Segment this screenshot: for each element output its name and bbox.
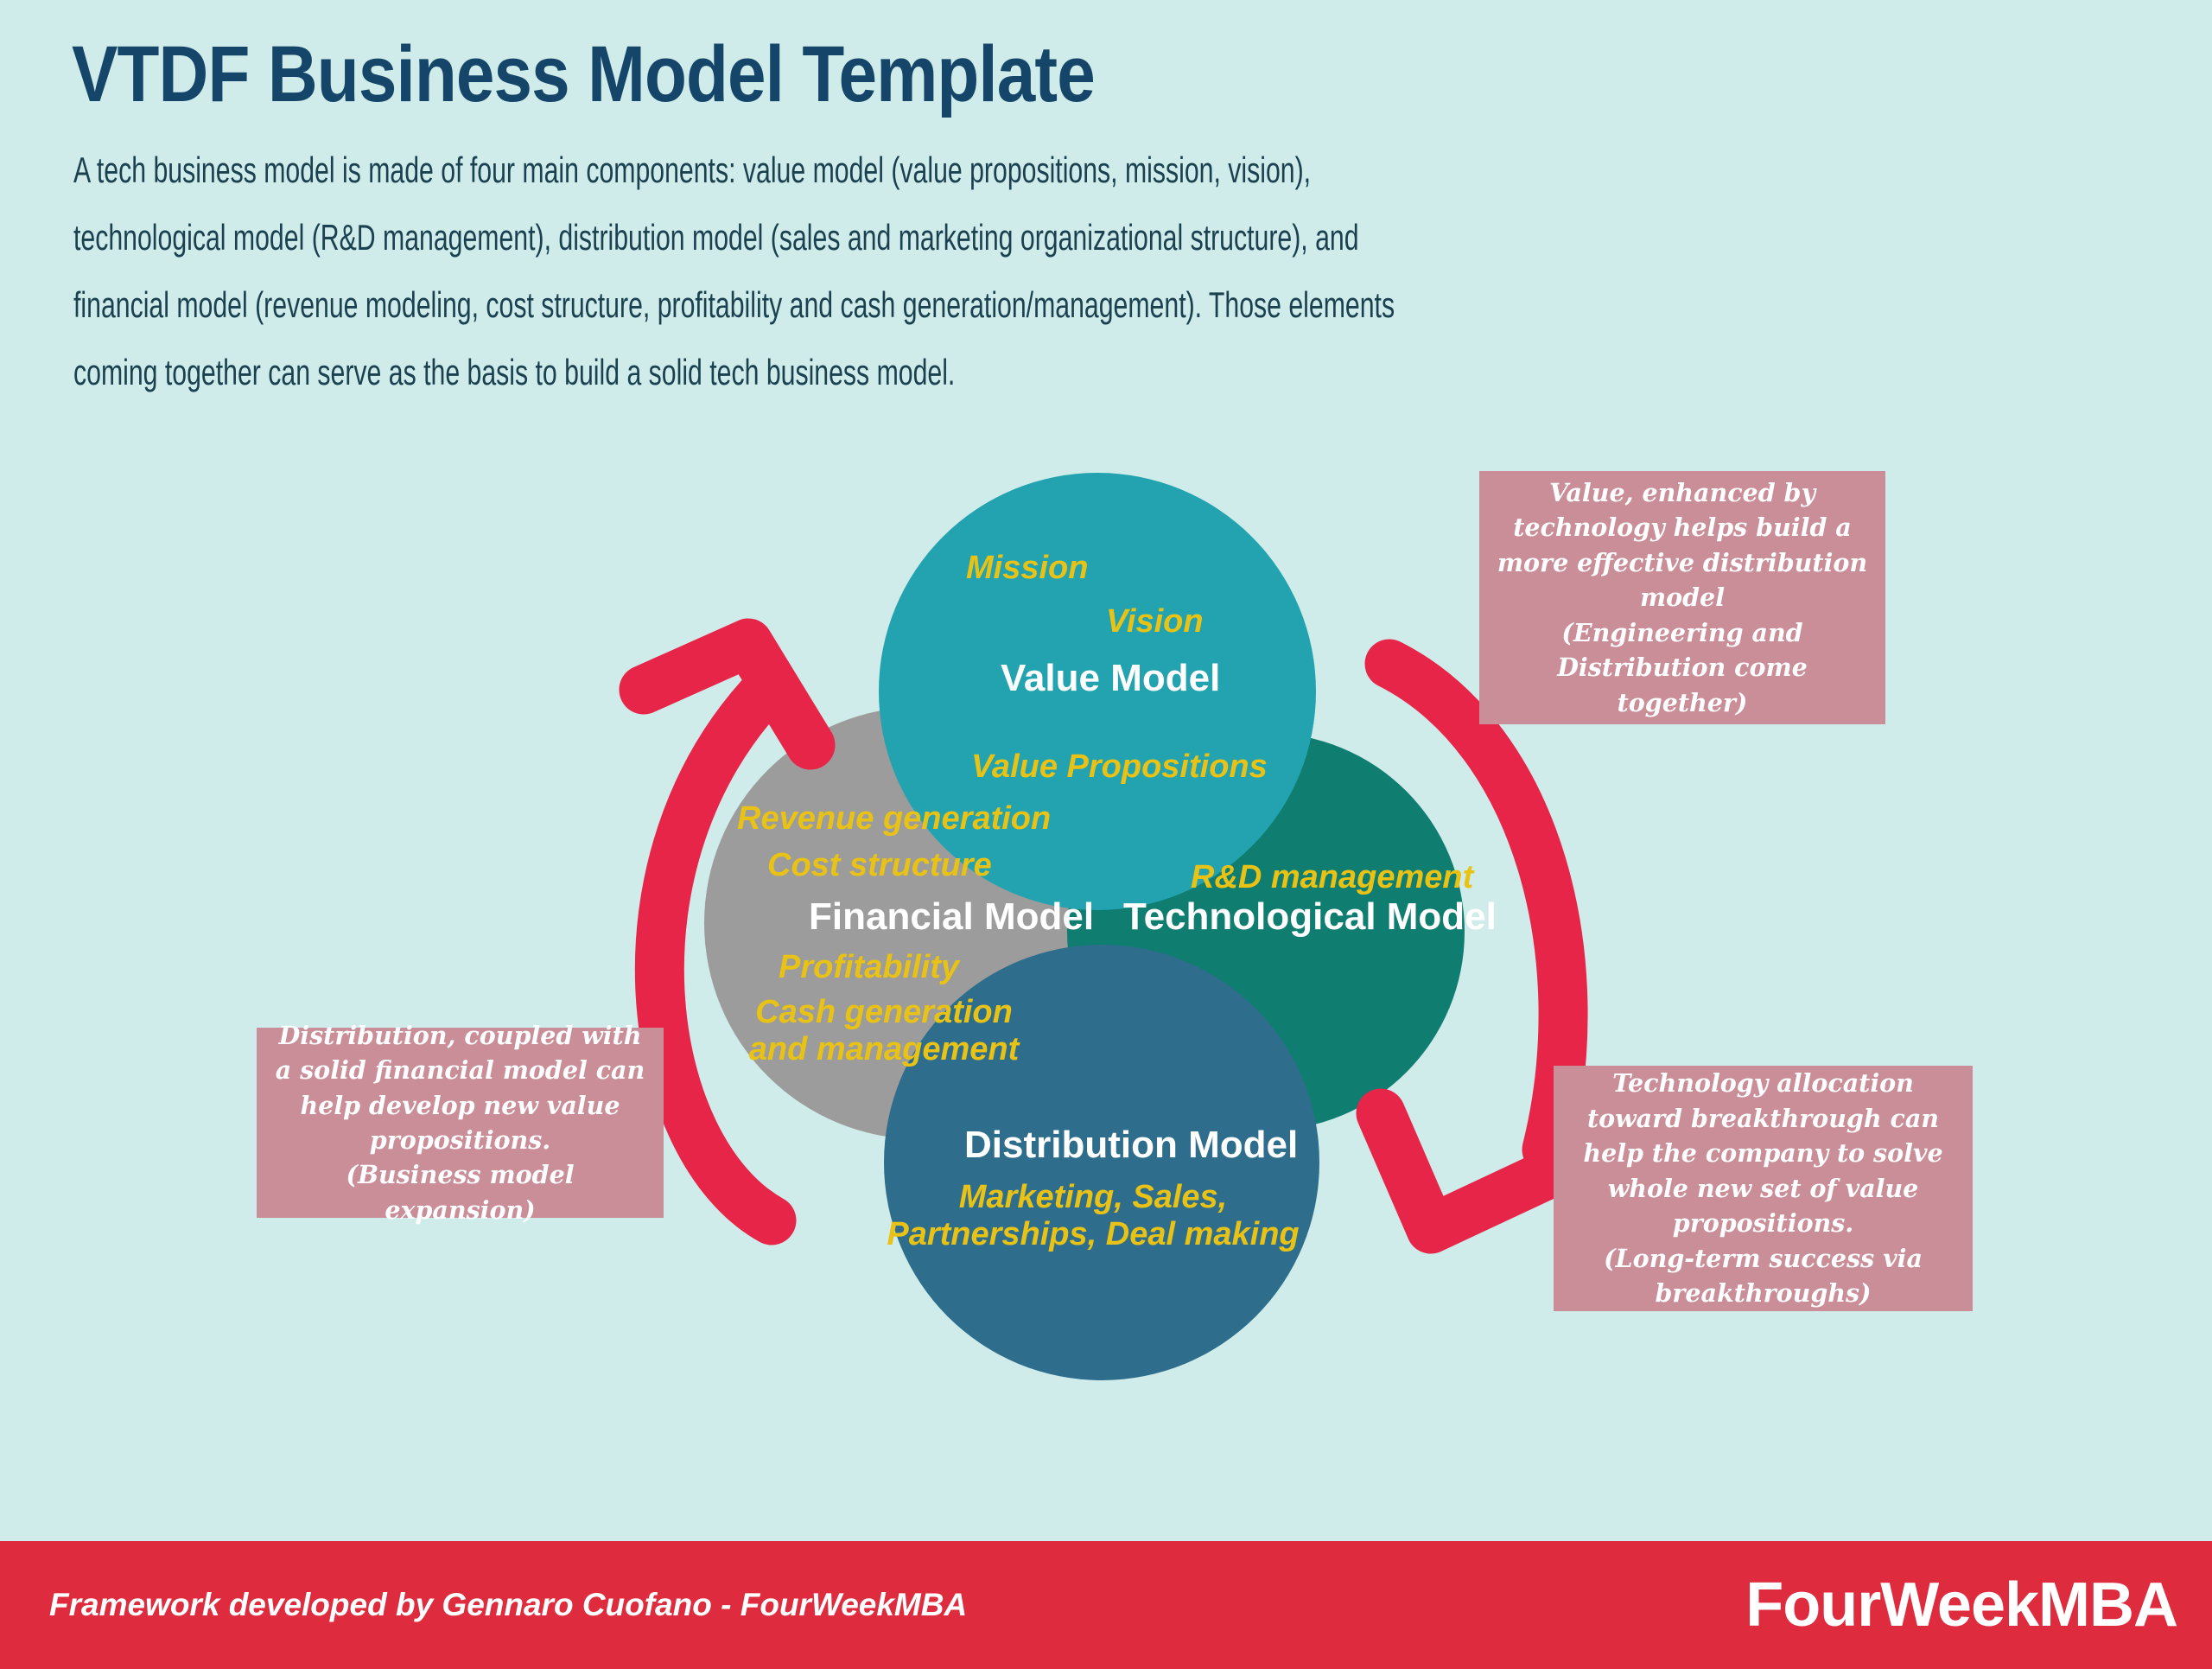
value-model-circle <box>879 473 1316 910</box>
value-model-label: Value Model <box>1001 657 1221 699</box>
callout-main: Value, enhanced by technology helps buil… <box>1497 477 1868 613</box>
financial-model-item-profitability: Profitability <box>779 949 960 985</box>
cycle-arrow-right-icon <box>1356 639 1592 1254</box>
intro-line: coming together can serve as the basis t… <box>73 352 956 392</box>
financial-model-label: Financial Model <box>809 895 1095 938</box>
intro-line: A tech business model is made of four ma… <box>73 150 1312 190</box>
callout-technology-breakthrough: Technology allocation toward breakthroug… <box>1554 1066 1973 1311</box>
framework-credit: Framework developed by Gennaro Cuofano -… <box>49 1587 968 1622</box>
distribution-model-items: Marketing, Sales, Partnerships, Deal mak… <box>887 1179 1300 1252</box>
technological-model-item-rd: R&D management <box>1191 859 1474 895</box>
footer-bar: Framework developed by Gennaro Cuofano -… <box>0 1541 2212 1669</box>
callout-note: (Engineering and Distribution come toget… <box>1557 617 1808 717</box>
financial-model-item-cost: Cost structure <box>767 847 992 883</box>
technological-model-label: Technological Model <box>1123 895 1497 938</box>
cycle-arrow-left-icon <box>619 618 836 1245</box>
financial-model-item-cash: Cash generation and management <box>748 994 1020 1067</box>
intro-line: financial model (revenue modeling, cost … <box>73 284 1395 325</box>
intro-paragraph: A tech business model is made of four ma… <box>73 137 1909 406</box>
financial-model-item-revenue: Revenue generation <box>737 800 1052 837</box>
callout-distribution-to-finance: Distribution, coupled with a solid finan… <box>257 1021 664 1225</box>
value-model-item-mission: Mission <box>966 550 1089 586</box>
distribution-model-label: Distribution Model <box>964 1124 1299 1166</box>
fourweekmba-logo: FourWeekMBA <box>1745 1570 2178 1640</box>
value-model-item-vision: Vision <box>1106 603 1204 640</box>
page-title: VTDF Business Model Template <box>72 30 1096 118</box>
callout-value-to-distribution: Value, enhanced by technology helps buil… <box>1479 471 1885 724</box>
value-model-item-propositions: Value Propositions <box>971 749 1268 785</box>
intro-line: technological model (R&D management), di… <box>73 217 1359 258</box>
distribution-model-circle <box>884 945 1319 1380</box>
callout-note: (Business model expansion) <box>346 1160 575 1225</box>
callout-main: Technology allocation toward breakthroug… <box>1583 1068 1943 1239</box>
callout-main: Distribution, coupled with a solid finan… <box>275 1020 645 1155</box>
callout-note: (Long-term success via breakthroughs) <box>1604 1243 1923 1309</box>
